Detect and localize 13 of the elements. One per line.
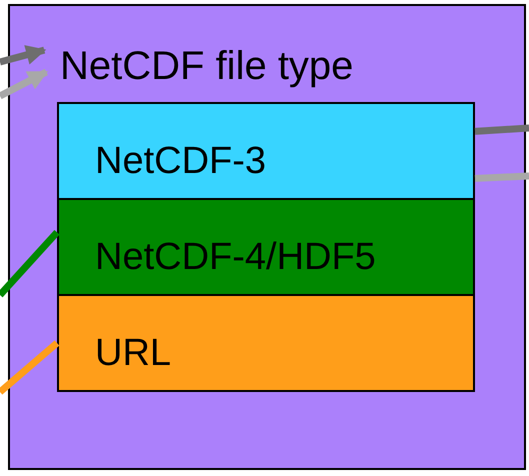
format-box [57,294,475,392]
format-box [57,198,475,296]
connector-line [474,124,529,135]
arrow [0,68,48,100]
box-label: URL [95,334,172,372]
format-box [57,102,475,200]
connector-line [0,340,60,395]
box-label: NetCDF-4/HDF5 [95,238,376,276]
outer-box [8,4,526,470]
box-title: NetCDF file type [60,46,354,86]
arrow [0,45,46,66]
box-label: NetCDF-3 [95,142,266,180]
connector-line [474,172,529,182]
